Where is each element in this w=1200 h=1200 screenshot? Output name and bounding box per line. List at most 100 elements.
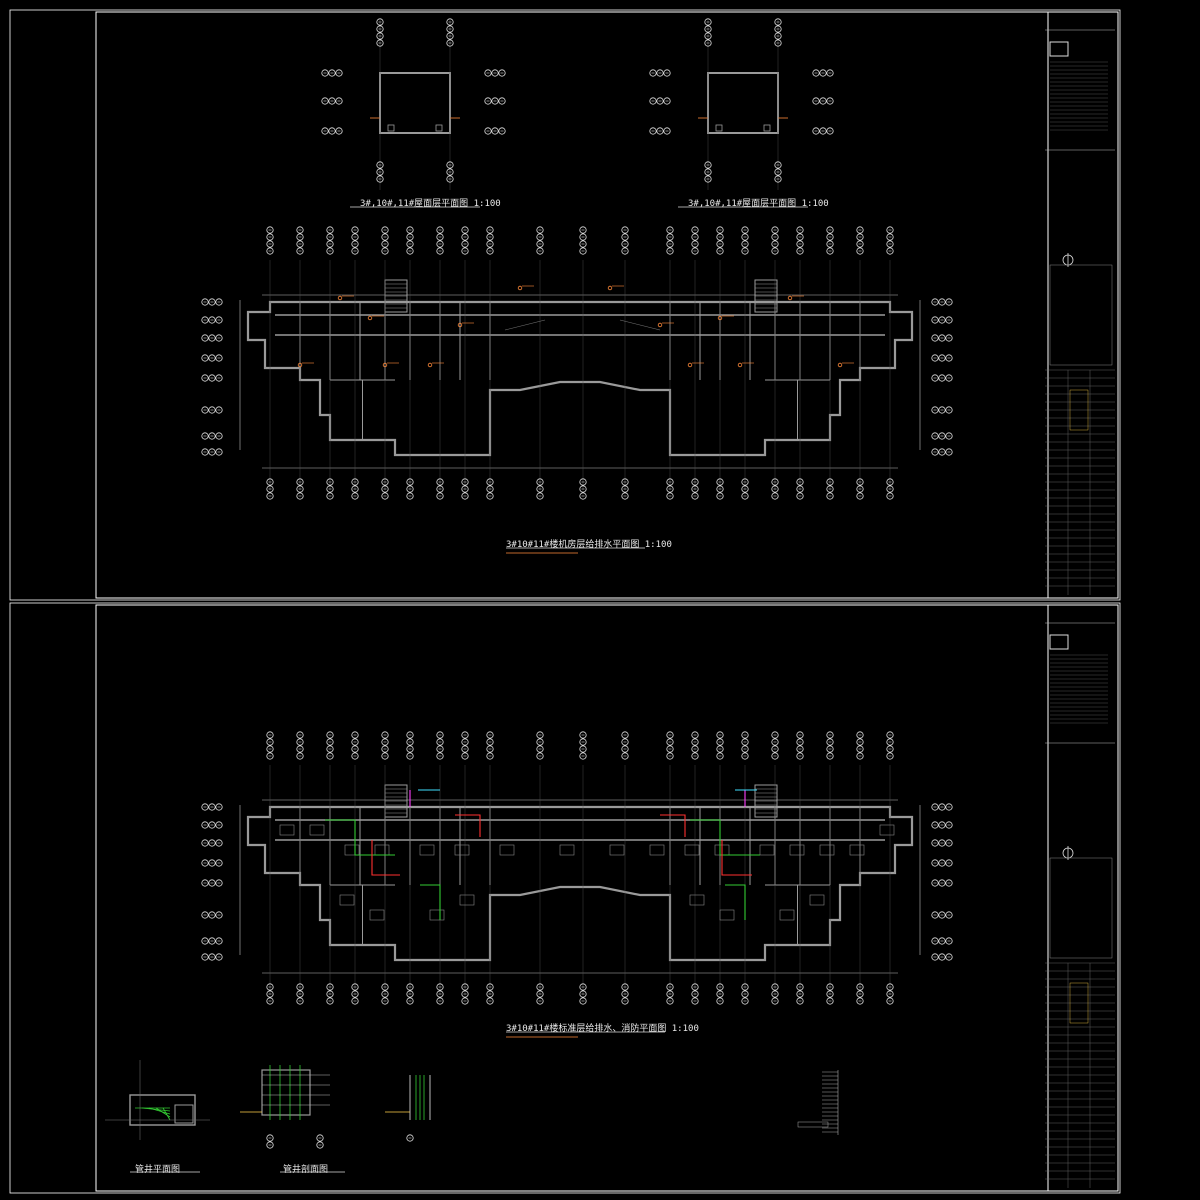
axis-bubble-bottom (446, 168, 454, 176)
axis-bubble-bottom (406, 983, 414, 991)
axis-bubble-top (326, 226, 334, 234)
axis-bubble-bottom (771, 478, 779, 486)
axis-bubble-top (486, 247, 494, 255)
axis-bubble-top (716, 233, 724, 241)
axis-bubble-bottom (406, 492, 414, 500)
axis-bubble-top (436, 731, 444, 739)
axis-bubble-left (201, 953, 209, 961)
axis-bubble-top (579, 233, 587, 241)
axis-bubble-top (796, 240, 804, 248)
fixture (789, 844, 805, 856)
axis-bubble-left (208, 953, 216, 961)
axis-bubble-bottom (381, 997, 389, 1005)
axis-bubble-top (741, 731, 749, 739)
axis-bubble-left (215, 879, 223, 887)
axis-bubble-top (741, 738, 749, 746)
axis-bubble-left (215, 911, 223, 919)
axis-bubble-bottom (446, 175, 454, 183)
axis-bubble-top (691, 240, 699, 248)
axis-bubble-right (945, 839, 953, 847)
axis-bubble-right (945, 448, 953, 456)
axis-bubble-bottom (296, 478, 304, 486)
axis-bubble-bottom (266, 983, 274, 991)
axis-bubble-right (938, 354, 946, 362)
axis-bubble-top (621, 240, 629, 248)
axis-bubble-top (266, 233, 274, 241)
axis-bubble-top (716, 731, 724, 739)
axis-bubble-bottom (691, 492, 699, 500)
axis-bubble-top (796, 247, 804, 255)
axis-bubble-bottom (691, 478, 699, 486)
axis-bubble-top (771, 738, 779, 746)
axis-bubble-bottom (536, 485, 544, 493)
axis-bubble-bottom (704, 161, 712, 169)
axis-bubble-top (886, 247, 894, 255)
axis-bubble-left (208, 859, 216, 867)
axis-bubble-top (856, 738, 864, 746)
axis-bubble-right (938, 803, 946, 811)
axis-bubble-bottom (486, 997, 494, 1005)
axis-bubble-bottom (666, 983, 674, 991)
axis-bubble-bottom (326, 983, 334, 991)
fixture (459, 894, 475, 906)
axis-bubble-right (931, 448, 939, 456)
axis-bubble-top (826, 240, 834, 248)
axis-bubble-left (201, 334, 209, 342)
axis-bubble-top (856, 240, 864, 248)
axis-bubble-left (649, 69, 657, 77)
axis-bubble-bottom (741, 485, 749, 493)
axis-bubble-bottom (621, 990, 629, 998)
axis-bubble-top (886, 731, 894, 739)
axis-bubble-left (208, 839, 216, 847)
shaft-plan-pipe (162, 1107, 171, 1121)
axis-bubble-top (461, 752, 469, 760)
axis-bubble-bottom (579, 478, 587, 486)
axis-bubble-bottom (771, 492, 779, 500)
axis-bubble-top (691, 745, 699, 753)
axis-bubble-bottom (856, 990, 864, 998)
axis-bubble-bottom (406, 1134, 414, 1142)
axis-bubble-bottom (796, 990, 804, 998)
pipe-run (325, 819, 395, 856)
top-main-plan-title: 3#10#11#楼机房层给排水平面图 1:100 (506, 540, 672, 550)
axis-bubble-top (461, 226, 469, 234)
axis-bubble-left (201, 298, 209, 306)
sheet-outer-border (9, 602, 1121, 1194)
axis-bubble-top (536, 745, 544, 753)
axis-bubble-left (201, 432, 209, 440)
axis-bubble-right (945, 406, 953, 414)
axis-bubble-left (215, 334, 223, 342)
axis-bubble-right (938, 937, 946, 945)
axis-bubble-left (201, 911, 209, 919)
axis-bubble-left (215, 839, 223, 847)
axis-bubble-left (208, 316, 216, 324)
roof-hatch (763, 124, 771, 132)
axis-bubble-left (201, 937, 209, 945)
axis-bubble-top (436, 226, 444, 234)
axis-bubble-top (579, 752, 587, 760)
building-outer-wall (246, 805, 914, 962)
axis-bubble-left (328, 97, 336, 105)
axis-bubble-left (208, 406, 216, 414)
axis-bubble-left (208, 911, 216, 919)
roof-hatch (387, 124, 395, 132)
axis-bubble-left (663, 97, 671, 105)
pipe-run (420, 884, 441, 920)
axis-bubble-bottom (486, 478, 494, 486)
fixture (374, 844, 390, 856)
axis-bubble-bottom (536, 997, 544, 1005)
axis-bubble-top (486, 233, 494, 241)
axis-bubble-top (796, 745, 804, 753)
axis-bubble-bottom (316, 1141, 324, 1149)
axis-bubble-top (796, 233, 804, 241)
axis-bubble-top (621, 233, 629, 241)
axis-bubble-left (215, 298, 223, 306)
axis-bubble-right (938, 953, 946, 961)
axis-bubble-right (819, 127, 827, 135)
axis-bubble-left (663, 69, 671, 77)
axis-bubble-top (266, 738, 274, 746)
shaft-plan-outline (129, 1094, 196, 1126)
axis-bubble-bottom (886, 485, 894, 493)
axis-bubble-right (931, 406, 939, 414)
axis-bubble-bottom (774, 161, 782, 169)
